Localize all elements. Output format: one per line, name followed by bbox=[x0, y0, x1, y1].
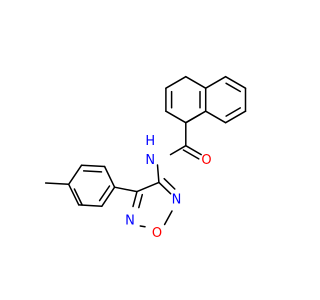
bond bbox=[113, 186, 138, 193]
bond bbox=[138, 193, 144, 209]
bond bbox=[204, 110, 227, 124]
bond bbox=[185, 113, 201, 124]
bond bbox=[163, 177, 176, 190]
atom-label-amide-h: H bbox=[145, 134, 155, 149]
bond bbox=[224, 110, 247, 124]
oxadiazole-group bbox=[132, 177, 176, 228]
bond bbox=[204, 75, 227, 89]
molecule-drawing: N H O N O N bbox=[44, 75, 247, 241]
bond bbox=[165, 75, 187, 89]
bond bbox=[98, 185, 111, 202]
bond bbox=[78, 204, 103, 208]
bond bbox=[165, 110, 187, 124]
bond bbox=[225, 82, 242, 93]
bond bbox=[224, 75, 247, 89]
bond bbox=[44, 182, 70, 186]
bond bbox=[163, 210, 173, 226]
bond bbox=[73, 188, 83, 206]
bond bbox=[136, 181, 160, 193]
bond bbox=[225, 107, 242, 117]
bond bbox=[132, 190, 138, 208]
naphthalene-group bbox=[165, 75, 247, 124]
bond bbox=[67, 164, 83, 186]
atom-label-ring-o: O bbox=[152, 226, 162, 241]
amide-group bbox=[156, 121, 202, 184]
bond bbox=[185, 75, 207, 89]
atom-label-carbonyl-o: O bbox=[201, 153, 211, 168]
bond bbox=[182, 149, 200, 160]
atom-label-ring-n-lower: N bbox=[125, 214, 135, 229]
bond bbox=[169, 144, 187, 156]
bond bbox=[82, 170, 103, 173]
structure-canvas: N H O N O N bbox=[44, 75, 247, 241]
bond bbox=[158, 181, 172, 195]
atom-labels: N H O N O N bbox=[125, 134, 211, 241]
bond bbox=[103, 165, 116, 188]
bond bbox=[139, 225, 146, 228]
bond bbox=[67, 183, 80, 206]
atom-label-amide-n: N bbox=[145, 153, 155, 168]
tolyl-group bbox=[44, 164, 138, 208]
bond bbox=[101, 186, 116, 208]
bond bbox=[80, 164, 106, 168]
atom-label-ring-n-upper: N bbox=[172, 193, 182, 208]
bond bbox=[185, 144, 202, 156]
bond bbox=[156, 164, 160, 184]
